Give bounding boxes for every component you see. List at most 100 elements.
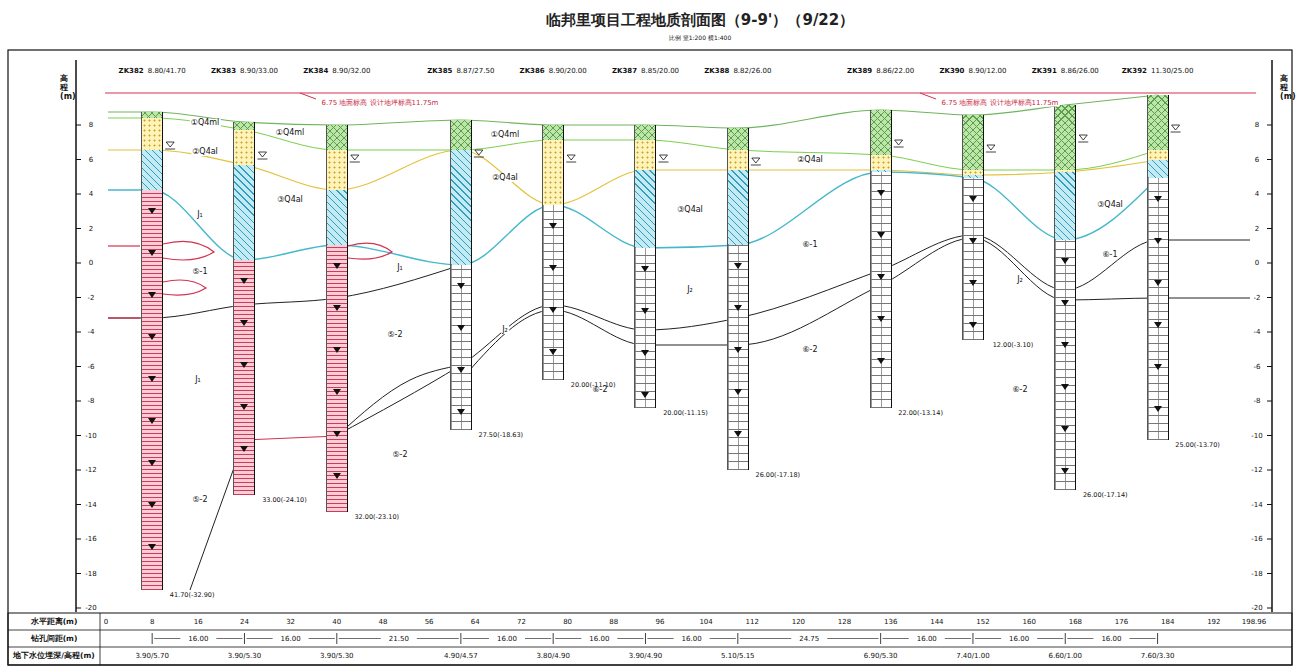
layer-fill	[234, 122, 254, 130]
axis-title: 高程(m)	[1280, 75, 1288, 101]
axis-value: 6	[89, 156, 93, 163]
spacing-tick	[553, 633, 554, 644]
axis-value: -18	[85, 570, 96, 577]
spacing-line	[339, 638, 381, 639]
sample-marker	[969, 196, 977, 202]
spacing-line	[154, 638, 180, 639]
rock-boundary	[337, 235, 1250, 435]
table-cell: 112	[746, 618, 759, 625]
layer-fill	[871, 172, 891, 408]
elevation-axis	[75, 60, 77, 612]
borehole-header: ZK3828.80/41.70	[117, 68, 188, 75]
bottom-depth: 33.00(-24.10)	[262, 497, 307, 504]
spacing-line	[617, 638, 643, 639]
layer-fill	[543, 140, 563, 205]
sample-markers	[234, 122, 254, 495]
borehole-column: ZK39211.30/25.00	[1147, 95, 1169, 440]
sample-marker	[333, 305, 341, 311]
table-cell: 6.60/1.00	[1048, 653, 1082, 660]
spacing-tick	[244, 633, 245, 644]
sample-marker	[240, 404, 248, 410]
water-level-symbol	[165, 142, 175, 149]
axis-value: -20	[85, 605, 96, 612]
sample-marker	[148, 376, 156, 382]
table-cell: 16.00	[682, 635, 702, 642]
layer-fill	[871, 155, 891, 170]
table-cell: 48	[378, 618, 387, 625]
table-cell: 16.00	[188, 635, 208, 642]
layer-fill	[1055, 105, 1075, 170]
table-cell: 176	[1115, 618, 1128, 625]
sample-marker	[877, 232, 885, 238]
stratum-label: ②Q4al	[191, 148, 219, 156]
spacing-tick	[737, 633, 738, 644]
table-cell: 40	[332, 618, 341, 625]
lens-outline	[108, 245, 140, 246]
table-cell: 144	[930, 618, 943, 625]
sample-marker	[641, 350, 649, 356]
stratum-label: ③Q4al	[1096, 201, 1124, 209]
sample-marker	[333, 473, 341, 479]
table-cell: 16.00	[1101, 635, 1121, 642]
stratum-label: ③Q4al	[276, 196, 304, 204]
spacing-line	[555, 638, 581, 639]
axis-value: 4	[89, 191, 93, 198]
elevation-depth: 8.85/20.00	[641, 67, 679, 75]
layer-fill	[635, 140, 655, 170]
borehole-id: ZK383	[211, 67, 236, 75]
table-cell: 8	[150, 618, 154, 625]
axis-tick	[1267, 608, 1272, 609]
table-cell: 198.96	[1242, 618, 1267, 625]
table-cell: 3.90/5.70	[135, 653, 169, 660]
spacing-line	[945, 638, 971, 639]
table-cell: 24	[240, 618, 249, 625]
bottom-depth: 12.00(-3.10)	[993, 342, 1034, 349]
sample-marker	[457, 283, 465, 289]
axis-value: -12	[1251, 467, 1262, 474]
sample-markers	[451, 120, 471, 430]
borehole-column: ZK3888.82/26.00	[727, 128, 749, 470]
elevation-depth: 8.90/20.00	[549, 67, 587, 75]
axis-value: -16	[1251, 536, 1262, 543]
borehole-header: ZK3868.90/20.00	[518, 68, 589, 75]
layer-fill	[963, 115, 983, 170]
sample-markers	[327, 125, 347, 512]
sample-marker	[240, 446, 248, 452]
axis-tick	[1267, 366, 1272, 367]
stratum-label: ①Q4ml	[490, 131, 521, 139]
layer-fill	[963, 178, 983, 340]
axis-tick	[1267, 470, 1272, 471]
borehole-column: ZK3898.86/22.00	[870, 110, 892, 408]
sample-marker	[877, 274, 885, 280]
sample-marker	[549, 265, 557, 271]
sample-marker	[240, 362, 248, 368]
sample-markers	[1055, 105, 1075, 490]
table-cell: 120	[792, 618, 805, 625]
layer-fill	[451, 120, 471, 150]
sample-marker	[457, 325, 465, 331]
layer-fill	[327, 245, 347, 512]
layer-fill	[234, 260, 254, 495]
axis-value: -10	[1251, 432, 1262, 439]
sample-markers	[142, 112, 162, 590]
lens-outline	[163, 241, 214, 260]
axis-tick	[1267, 297, 1272, 298]
table-cell: 136	[884, 618, 897, 625]
sample-marker	[148, 418, 156, 424]
table-cell: 16.00	[497, 635, 517, 642]
borehole-id: ZK392	[1122, 67, 1147, 75]
spacing-line	[309, 638, 335, 639]
sample-marker	[641, 308, 649, 314]
spacing-line	[417, 638, 459, 639]
axis-value: 8	[89, 122, 93, 129]
axis-value: -14	[85, 501, 96, 508]
table-cell: 192	[1207, 618, 1220, 625]
table-cell: 168	[1069, 618, 1082, 625]
layer-fill	[327, 125, 347, 150]
borehole-column: ZK3878.85/20.00	[634, 125, 656, 408]
axis-tick	[76, 435, 81, 436]
borehole-id: ZK391	[1032, 67, 1057, 75]
sample-marker	[877, 358, 885, 364]
stratum-label: ⑥-2	[1011, 386, 1028, 394]
sample-marker	[641, 392, 649, 398]
